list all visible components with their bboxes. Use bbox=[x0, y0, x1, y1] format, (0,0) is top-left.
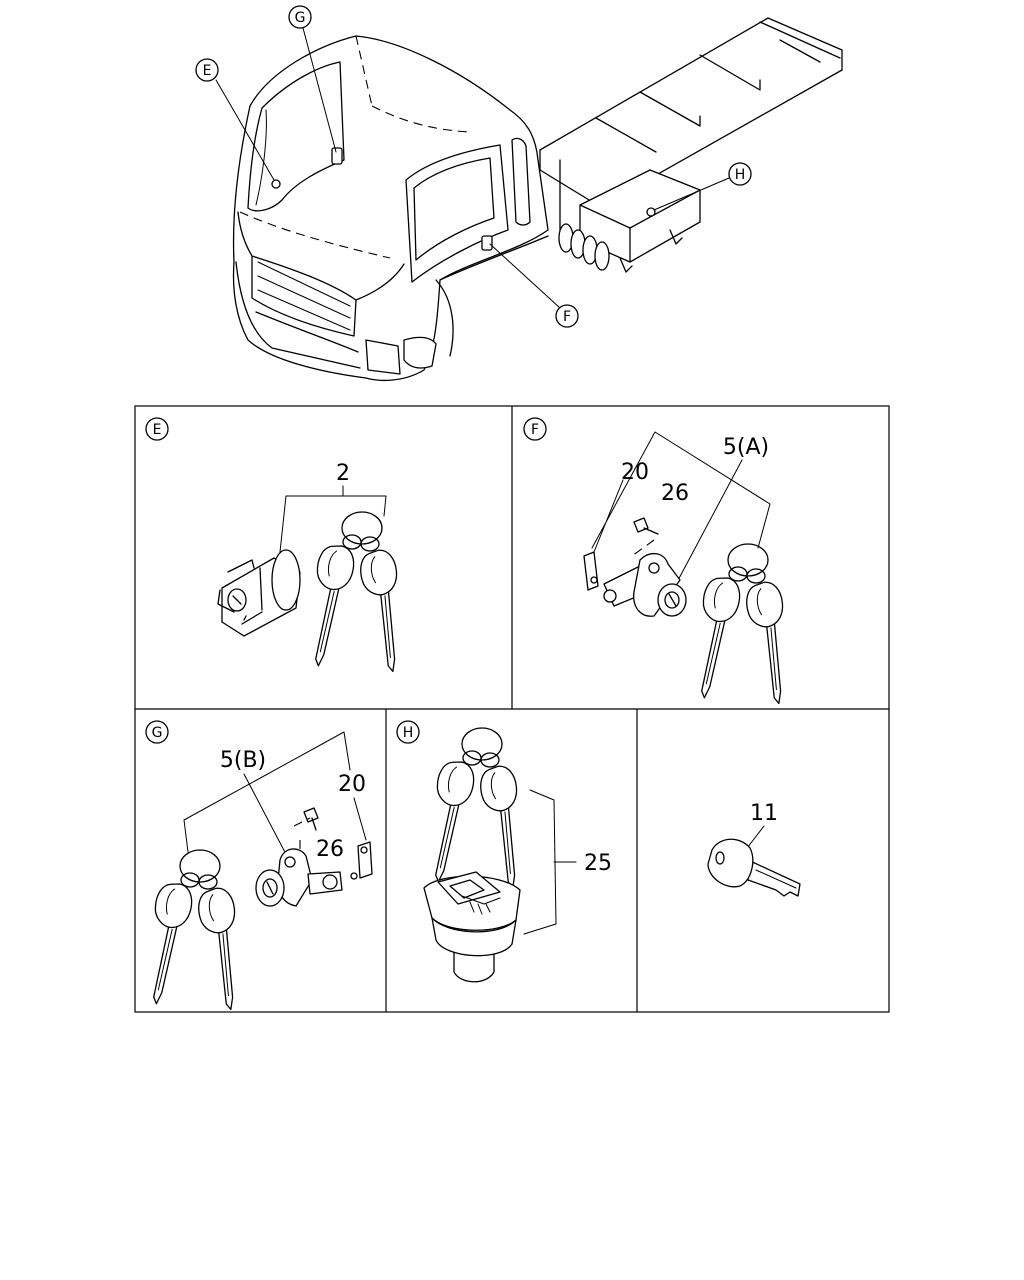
ignition-lock-cylinder bbox=[217, 549, 301, 637]
callout-E-label: E bbox=[203, 63, 212, 79]
retainer-20 bbox=[583, 551, 599, 591]
retainer-20-G bbox=[357, 841, 373, 879]
locking-fuel-cap bbox=[423, 871, 521, 983]
fuel-tank bbox=[558, 169, 701, 273]
part-label-5B: 5(B) bbox=[220, 748, 266, 773]
callout-F: F bbox=[489, 243, 579, 328]
panel-E-tag: E bbox=[153, 422, 162, 438]
callout-F-label: F bbox=[563, 309, 571, 325]
part-label-5A: 5(A) bbox=[723, 435, 769, 460]
blank-key bbox=[707, 838, 801, 897]
truck-cab bbox=[232, 35, 549, 382]
truck-overview: E G F H bbox=[195, 5, 843, 382]
panel-F: F 20 26 5(A) bbox=[523, 417, 793, 706]
panel-F-tag: F bbox=[531, 422, 539, 438]
panel-H: H 25 bbox=[396, 720, 612, 983]
callout-G-label: G bbox=[295, 10, 306, 26]
panel-key: 11 bbox=[707, 801, 801, 897]
part-label-26: 26 bbox=[661, 481, 689, 506]
panel-G: G 5(B) 20 26 bbox=[135, 720, 373, 1012]
callout-H-label: H bbox=[735, 167, 746, 183]
panel-grid bbox=[134, 405, 890, 1013]
panel-E: E 2 bbox=[145, 417, 407, 674]
callout-E: E bbox=[195, 58, 275, 181]
door-keyset-G bbox=[135, 850, 244, 1012]
part-label-2: 2 bbox=[336, 461, 350, 486]
part-label-26-G: 26 bbox=[316, 837, 344, 862]
callout-H: H bbox=[653, 162, 752, 211]
door-keyset-F bbox=[683, 544, 792, 706]
part-label-25: 25 bbox=[584, 851, 612, 876]
part-label-20-G: 20 bbox=[338, 772, 366, 797]
part-label-20: 20 bbox=[621, 460, 649, 485]
door-lock-cylinder-F bbox=[603, 553, 687, 617]
chassis-frame bbox=[539, 17, 843, 231]
door-lock-cylinder-G bbox=[255, 848, 358, 907]
bolt-26 bbox=[631, 517, 659, 557]
part-label-11: 11 bbox=[750, 801, 778, 826]
ignition-keyset bbox=[297, 512, 406, 674]
fuel-cap-keyset bbox=[417, 728, 526, 890]
panel-G-tag: G bbox=[152, 725, 163, 741]
callout-G: G bbox=[288, 5, 337, 153]
panel-H-tag: H bbox=[403, 725, 414, 741]
